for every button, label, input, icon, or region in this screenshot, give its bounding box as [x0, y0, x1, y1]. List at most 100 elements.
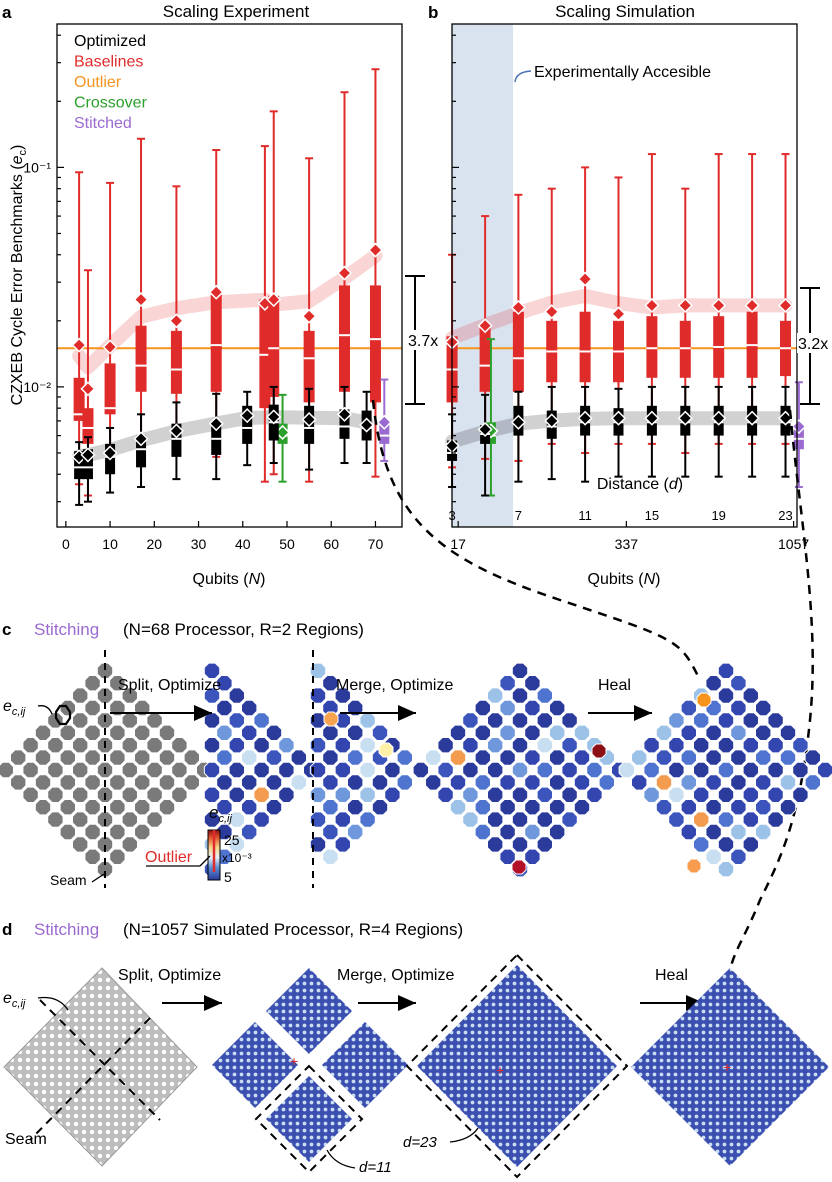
coupler — [487, 811, 504, 828]
baselines-box — [133, 137, 149, 449]
coupler — [511, 662, 529, 679]
coupler — [573, 749, 591, 766]
coupler — [72, 836, 89, 853]
coupler — [359, 737, 376, 754]
x-axis-label-a: Qubits (N) — [193, 571, 266, 588]
coupler — [84, 699, 101, 717]
coupler — [158, 774, 176, 791]
coupler — [109, 699, 126, 717]
x-tick-label: 0 — [62, 536, 70, 552]
coupler — [536, 687, 553, 704]
coupler — [322, 724, 339, 741]
coupler — [134, 699, 151, 717]
coupler — [216, 699, 233, 717]
lattice-blue — [309, 662, 413, 865]
coupler — [717, 712, 735, 729]
coupler — [96, 836, 114, 853]
coupler — [655, 774, 673, 791]
coupler — [487, 836, 504, 853]
coupler — [742, 786, 759, 803]
coupler — [437, 761, 454, 779]
coupler — [693, 737, 710, 754]
coupler — [278, 761, 295, 779]
d-region-right — [322, 1022, 408, 1108]
distance-tick-label: 23 — [778, 508, 792, 523]
coupler — [84, 848, 101, 865]
coupler — [730, 774, 747, 791]
coupler — [767, 737, 784, 754]
optimized-box — [644, 385, 660, 478]
coupler — [323, 711, 339, 727]
mean-marker — [510, 299, 526, 316]
coupler — [216, 749, 233, 766]
coupler — [412, 761, 429, 779]
coupler — [730, 699, 747, 717]
coupler — [680, 799, 697, 816]
coupler — [792, 761, 809, 779]
x-tick-label: 40 — [235, 536, 251, 552]
legend-item-stitched: Stitched — [74, 115, 132, 132]
coupler — [216, 675, 233, 692]
d-seam-1 — [29, 1017, 151, 1141]
coupler — [72, 737, 89, 754]
mean-marker — [208, 284, 224, 300]
coupler — [171, 761, 188, 779]
coupler — [705, 724, 722, 741]
panel-letter-c: c — [2, 620, 11, 639]
coupler — [121, 712, 138, 729]
coupler — [425, 774, 442, 791]
coupler — [598, 774, 615, 791]
coupler — [84, 823, 101, 841]
mean-marker — [133, 431, 149, 447]
coupler — [241, 799, 258, 816]
coupler — [573, 799, 591, 816]
optimized-box — [510, 390, 526, 483]
coupler — [693, 786, 710, 803]
coupler — [72, 786, 89, 803]
mean-marker — [133, 291, 149, 308]
coupler — [241, 749, 258, 766]
coupler — [755, 699, 772, 717]
mean-marker — [336, 265, 353, 281]
coupler — [253, 786, 270, 803]
coupler — [511, 786, 529, 803]
iqr-box — [512, 311, 524, 392]
coupler — [121, 811, 138, 828]
optimized-box — [577, 385, 593, 483]
coupler — [511, 859, 527, 875]
coupler — [742, 761, 759, 779]
coupler — [59, 724, 76, 741]
coupler — [384, 761, 401, 779]
coupler — [742, 712, 759, 729]
mean-marker — [336, 406, 353, 422]
iqr-box — [479, 325, 491, 392]
x-axis-label-b: Qubits (N) — [588, 571, 661, 588]
coupler — [549, 799, 566, 816]
coupler — [121, 836, 138, 853]
coupler — [717, 786, 735, 803]
mean-marker — [744, 297, 760, 314]
iqr-box — [170, 330, 182, 394]
coupler — [524, 799, 541, 816]
mean-marker — [544, 304, 560, 320]
lattice-blue — [203, 662, 320, 878]
mean-marker — [301, 308, 317, 324]
optimized-box — [266, 385, 282, 465]
coupler — [121, 786, 138, 803]
coupler — [134, 774, 151, 791]
iqr-box — [74, 451, 85, 480]
coupler — [183, 749, 200, 766]
coupler — [511, 811, 529, 828]
coupler — [309, 687, 327, 704]
coupler — [371, 799, 389, 816]
coupler — [449, 749, 467, 766]
mean-marker — [102, 445, 118, 461]
optimized-box — [610, 387, 627, 478]
coupler — [524, 823, 541, 841]
coupler — [742, 836, 759, 853]
iqr-box — [104, 363, 116, 415]
connector-a-to-c — [371, 399, 702, 681]
coupler — [549, 823, 566, 841]
coupler — [253, 737, 270, 754]
optimized-box — [744, 385, 760, 478]
